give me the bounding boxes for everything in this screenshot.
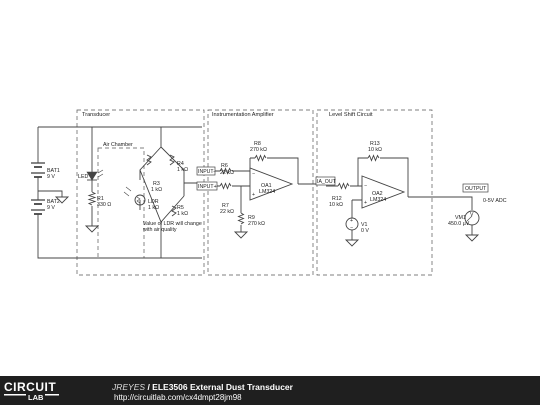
circuit-title: JREYES / ELE3506 External Dust Transduce…: [112, 382, 293, 392]
supply-rail: [37, 126, 202, 259]
r5-name: R5: [177, 205, 184, 211]
resistor-r1[interactable]: [87, 191, 97, 206]
circuit-url-link[interactable]: http://circuitlab.com/cx4dmpt28jm98: [114, 393, 242, 402]
resistor-r8[interactable]: [254, 154, 267, 162]
led-label: LED: [78, 174, 88, 180]
net-label-input-minus[interactable]: INPUT-: [196, 166, 216, 176]
r7-name: R7: [222, 203, 229, 209]
bat2-name: BAT2: [47, 199, 60, 205]
voltmeter-vm1[interactable]: V: [464, 210, 480, 226]
oa2-value: LM324: [370, 197, 386, 203]
r5-value: 1 kΩ: [177, 211, 188, 217]
vm1-value: 450.0 µV: [448, 221, 470, 227]
ldr-photoresistor[interactable]: [123, 186, 146, 206]
circuit-schematic: Transducer Instrumentation Amplifier Lev…: [31, 109, 507, 276]
opamp-oa2[interactable]: − +: [361, 175, 406, 209]
svg-text:−: −: [364, 183, 367, 189]
r12-name: R12: [332, 196, 342, 202]
r6-name: R6: [221, 163, 228, 169]
r4-name: R4: [177, 161, 184, 167]
r8-name: R8: [254, 141, 261, 147]
r4-value: 1 kΩ: [177, 167, 188, 173]
ground-symbol: [344, 239, 360, 247]
r3-name: R3: [153, 181, 160, 187]
bridge-wires: [139, 127, 205, 258]
svg-text:+: +: [252, 192, 255, 198]
r13-name: R13: [370, 141, 380, 147]
ground-symbol: [84, 225, 100, 233]
v1-name: V1: [361, 222, 368, 228]
title-separator: /: [145, 382, 153, 392]
resistor-r12[interactable]: [337, 182, 350, 190]
svg-text:INPUT+: INPUT+: [198, 184, 217, 190]
voltage-source-v1[interactable]: + −: [345, 217, 359, 231]
resistor-r13[interactable]: [367, 154, 380, 162]
resistor-r6[interactable]: [219, 167, 232, 175]
adc-note: 0-5V ADC: [483, 198, 507, 204]
ground-symbol: [54, 196, 70, 204]
svg-text:CIRCUIT: CIRCUIT: [4, 380, 56, 394]
r9-name: R9: [248, 215, 255, 221]
svg-text:+: +: [350, 218, 353, 224]
instrumentation-amplifier-section-box: [207, 109, 314, 276]
resistor-r7[interactable]: [219, 182, 232, 190]
vm1-name: VM1: [455, 215, 466, 221]
r6-value: 22 kΩ: [220, 170, 234, 176]
bat2-value: 9 V: [47, 205, 55, 211]
circuit-name: ELE3506 External Dust Transducer: [152, 382, 293, 392]
net-label-output[interactable]: OUTPUT: [462, 183, 489, 193]
ldr-name: LDR: [148, 199, 159, 205]
resistor-r3[interactable]: [146, 154, 152, 166]
transducer-section-box: [76, 109, 205, 276]
footer-bar: CIRCUIT LAB JREYES / ELE3506 External Du…: [0, 376, 540, 405]
author-name[interactable]: JREYES: [112, 382, 146, 392]
r1-name: R1: [97, 196, 104, 202]
r12-value: 10 kΩ: [329, 202, 343, 208]
resistor-r5[interactable]: [171, 205, 177, 217]
oa1-name: OA1: [261, 183, 272, 189]
svg-text:INPUT-: INPUT-: [198, 169, 215, 175]
oa1-value: LM324: [259, 189, 275, 195]
level-shift-wires: [326, 157, 473, 240]
r1-value: 330 Ω: [97, 202, 111, 208]
battery-midpoint-wire: [38, 190, 63, 197]
net-label-ia-out[interactable]: IA_OUT: [315, 176, 337, 186]
transducer-section-title: Transducer: [82, 112, 110, 118]
resistor-r9[interactable]: [237, 212, 245, 225]
svg-text:IA_OUT: IA_OUT: [317, 179, 337, 185]
bat1-name: BAT1: [47, 168, 60, 174]
level-shift-section-box: [316, 109, 433, 276]
svg-text:−: −: [350, 225, 353, 231]
instrumentation-amplifier-section-title: Instrumentation Amplifier: [212, 112, 274, 118]
svg-text:+: +: [364, 200, 367, 206]
ground-symbol: [464, 234, 480, 242]
r7-value: 22 kΩ: [220, 209, 234, 215]
r8-value: 270 kΩ: [250, 147, 267, 153]
battery-bat1[interactable]: [31, 158, 45, 186]
svg-text:LAB: LAB: [28, 393, 44, 402]
resistor-r4[interactable]: [169, 154, 175, 166]
v1-value: 0 V: [361, 228, 369, 234]
air-chamber-label: Air Chamber: [103, 142, 133, 148]
level-shift-section-title: Level Shift Circuit: [329, 112, 373, 118]
ldr-note: with air quality: [143, 227, 177, 233]
circuitlab-logo[interactable]: CIRCUIT LAB: [3, 380, 103, 402]
ldr-note: Value of LDR will change: [143, 221, 202, 227]
battery-bat2[interactable]: [31, 196, 45, 222]
ldr-value: 1 kΩ: [148, 205, 159, 211]
bat1-value: 9 V: [47, 174, 55, 180]
oa2-name: OA2: [372, 191, 383, 197]
ground-symbol: [233, 231, 249, 239]
net-label-input-plus[interactable]: INPUT+: [196, 181, 218, 191]
svg-text:OUTPUT: OUTPUT: [465, 186, 487, 192]
svg-text:V: V: [470, 212, 474, 218]
opamp-oa1[interactable]: − +: [249, 167, 294, 201]
r13-value: 10 kΩ: [368, 147, 382, 153]
r3-value: 1 kΩ: [151, 187, 162, 193]
led-diode[interactable]: [86, 169, 104, 181]
svg-text:−: −: [252, 171, 255, 177]
r9-value: 270 kΩ: [248, 221, 265, 227]
